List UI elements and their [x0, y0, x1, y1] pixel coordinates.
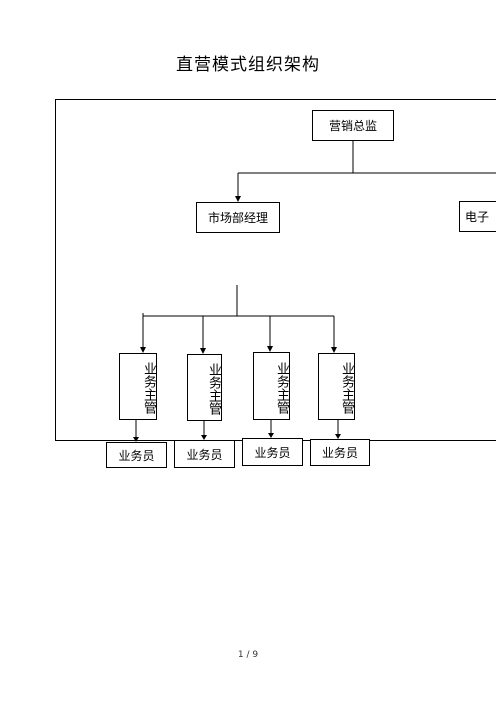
node-label: 业务主管 [339, 362, 354, 414]
node-salesperson: 业务员 [174, 440, 235, 468]
node-market-manager: 市场部经理 [196, 202, 280, 233]
diagram-title: 直营模式组织架构 [176, 55, 320, 75]
arrowhead [140, 347, 146, 353]
node-label: 业务员 [186, 447, 223, 462]
node-label: 业务主管 [141, 362, 156, 414]
node-label: 市场部经理 [207, 211, 268, 225]
node-salesperson: 业务员 [242, 438, 303, 466]
page-number: 1 / 9 [237, 650, 259, 660]
arrowhead [235, 196, 241, 202]
node-supervisor: 业务主管 [187, 354, 222, 421]
node-label: 营销总监 [328, 119, 377, 133]
arrowhead [331, 347, 337, 353]
node-label: 业务员 [321, 446, 358, 460]
arrowhead [200, 348, 206, 354]
node-ecommerce: 电子 [459, 201, 496, 232]
node-label: 业务主管 [206, 363, 221, 415]
node-label: 业务员 [118, 448, 155, 463]
arrowhead [267, 346, 273, 352]
node-supervisor: 业务主管 [253, 352, 290, 420]
node-label: 电子 [465, 210, 490, 224]
node-label: 业务员 [254, 445, 291, 460]
arrowhead [133, 437, 139, 442]
node-label: 业务主管 [274, 361, 289, 414]
node-salesperson: 业务员 [106, 442, 167, 468]
node-supervisor: 业务主管 [119, 353, 157, 420]
arrowhead [268, 433, 274, 438]
node-salesperson: 业务员 [310, 439, 370, 466]
arrowhead [201, 435, 207, 440]
node-director: 营销总监 [312, 110, 394, 141]
node-supervisor: 业务主管 [318, 353, 355, 420]
arrowhead [335, 434, 341, 439]
